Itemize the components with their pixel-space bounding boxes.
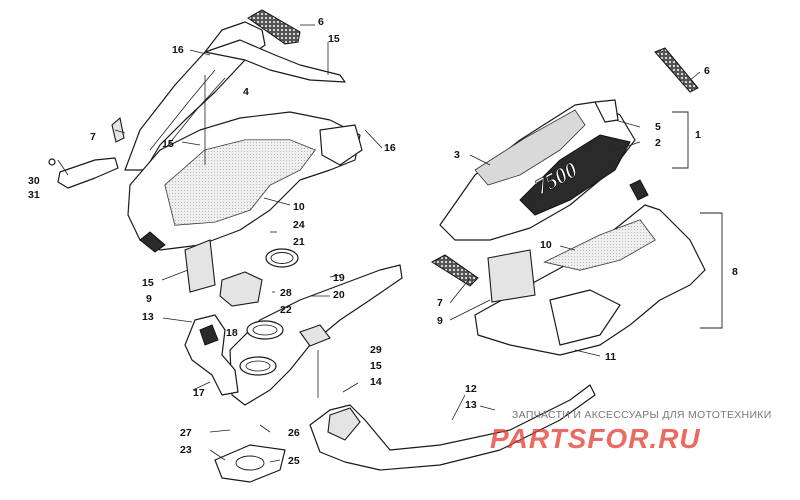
callout-15a: 15: [328, 33, 340, 45]
watermark: ЗАПЧАСТИ И АКСЕССУАРЫ ДЛЯ МОТОТЕХНИКИ PA…: [490, 409, 772, 454]
watermark-caption: ЗАПЧАСТИ И АКСЕССУАРЫ ДЛЯ МОТОТЕХНИКИ: [512, 409, 772, 421]
callout-9b: 9: [437, 315, 443, 327]
callout-11: 11: [605, 351, 616, 363]
callout-14: 14: [370, 376, 382, 388]
right-belly-pan: [474, 179, 706, 356]
vent-grille-6-right: [654, 47, 699, 93]
callout-18: 18: [226, 327, 238, 339]
bracket-8: [700, 212, 723, 329]
callout-4: 4: [243, 86, 249, 98]
gasket-ring-21: [265, 248, 299, 268]
watermark-logo: PARTSFOR.RU: [490, 423, 701, 454]
callout-28: 28: [280, 287, 292, 299]
callout-16a: 16: [172, 44, 184, 56]
callout-31: 31: [28, 189, 40, 201]
callout-7b: 7: [437, 297, 443, 309]
left-side-trim-panel: [124, 21, 346, 171]
front-bracket-30-31: [48, 157, 119, 189]
callout-26: 26: [288, 427, 300, 439]
callout-17: 17: [193, 387, 205, 399]
clip-7-left: [111, 116, 125, 143]
lower-skid-plate-left: [229, 264, 403, 406]
callout-30: 30: [28, 175, 40, 187]
callout-13a: 13: [142, 311, 154, 323]
callout-6b: 6: [704, 65, 710, 77]
callout-6a: 6: [318, 16, 324, 28]
side-plate-9-left: [184, 239, 216, 293]
side-plate-9-right: [487, 249, 536, 303]
callout-1: 1: [695, 129, 701, 141]
callout-25: 25: [288, 455, 300, 467]
left-lower-bracket-13-18: [184, 314, 239, 396]
callout-27: 27: [180, 427, 192, 439]
callout-15d: 15: [370, 360, 382, 372]
callout-5: 5: [655, 121, 661, 133]
callout-9a: 9: [146, 293, 152, 305]
hood-assembly: 7500: [439, 99, 636, 241]
callout-10a: 10: [293, 201, 305, 213]
callout-29: 29: [370, 344, 382, 356]
callout-7a: 7: [90, 131, 96, 143]
foam-pad-28: [219, 271, 263, 307]
front-bumper-plate-23: [214, 444, 286, 483]
callout-19: 19: [333, 272, 345, 284]
vent-grille-7-right: [431, 254, 479, 287]
callout-16b: 16: [384, 142, 396, 154]
callout-21: 21: [293, 236, 305, 248]
rear-skid-12-13: [309, 384, 596, 471]
upper-vent-grille-left: [247, 9, 301, 45]
callout-3: 3: [454, 149, 460, 161]
callout-labels: 6 15 16 4 7 15 16 30 31 10 24 21 15 9 19…: [28, 16, 738, 467]
leader-lines: [57, 24, 701, 463]
callout-20: 20: [333, 289, 345, 301]
callout-24: 24: [293, 219, 305, 231]
callout-13b: 13: [465, 399, 477, 411]
left-belly-pan: [127, 111, 363, 253]
callout-8: 8: [732, 266, 738, 278]
callout-23: 23: [180, 444, 192, 456]
callout-10b: 10: [540, 239, 552, 251]
callout-2: 2: [655, 137, 661, 149]
callout-22: 22: [280, 304, 292, 316]
callout-15b: 15: [162, 138, 174, 150]
bracket-1: [672, 111, 689, 169]
callout-15c: 15: [142, 277, 154, 289]
callout-12: 12: [465, 383, 477, 395]
